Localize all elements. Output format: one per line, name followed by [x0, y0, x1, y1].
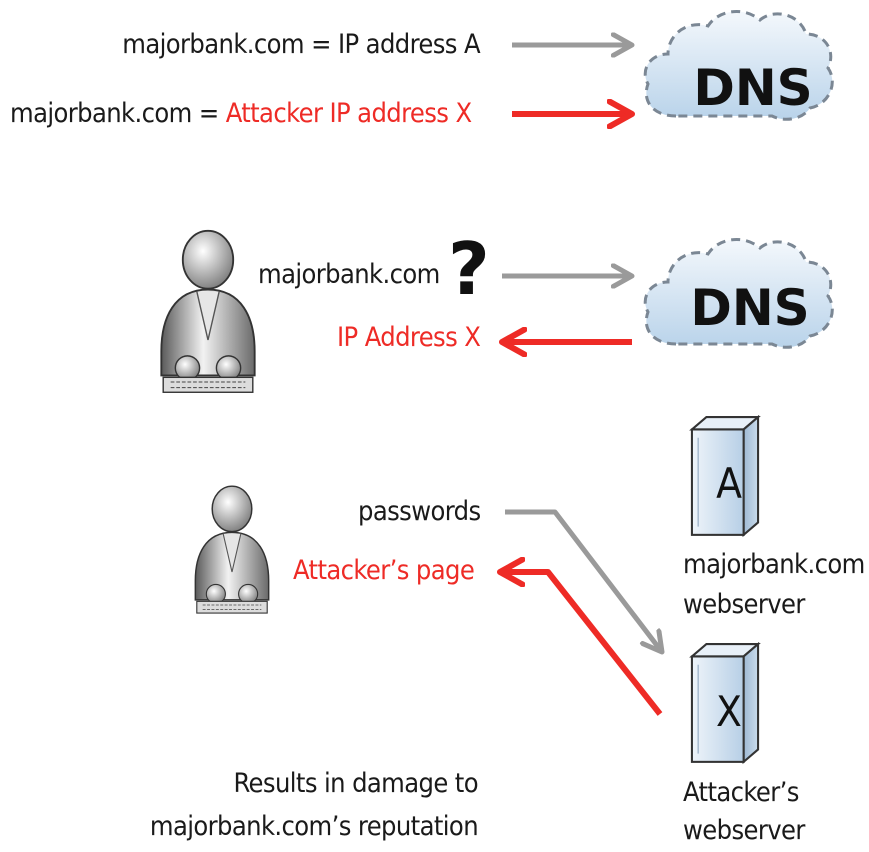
dns-cloud-top: DNS: [643, 9, 834, 121]
legit-server-label-line1: majorbank.com: [683, 549, 865, 580]
legit-server-label-line2: webserver: [683, 589, 805, 620]
user-icon-query: [160, 229, 256, 394]
legit-mapping-text: majorbank.com = IP address A: [122, 29, 480, 60]
poisoned-mapping-text: majorbank.com = Attacker IP address X: [10, 98, 472, 130]
dns-label-middle: DNS: [690, 279, 809, 337]
poisoned-mapping-value: Attacker IP address X: [225, 98, 472, 129]
attacker-page-arrow: [500, 572, 663, 716]
passwords-arrow: [505, 509, 662, 652]
attacker-server-label-line1: Attacker’s: [683, 777, 799, 808]
dns-cloud-middle: DNS: [643, 237, 835, 350]
attacker-server-label-line2: webserver: [683, 815, 805, 846]
passwords-text: passwords: [358, 496, 481, 527]
attacker-page-text: Attacker’s page: [293, 555, 475, 586]
result-line2: majorbank.com’s reputation: [149, 811, 479, 842]
server-letter-attacker: X: [716, 687, 742, 736]
dns-label-top: DNS: [693, 59, 812, 117]
response-text: IP Address X: [337, 322, 481, 353]
result-line1: Results in damage to: [233, 768, 479, 799]
server-letter-legit: A: [716, 459, 742, 508]
server-icon-attacker: X: [690, 642, 760, 763]
question-mark-icon: ?: [448, 227, 490, 311]
query-text: majorbank.com: [258, 259, 440, 290]
server-icon-legit: A: [690, 415, 760, 536]
poisoned-mapping-prefix: majorbank.com =: [10, 98, 226, 129]
user-icon-victim: [194, 485, 270, 615]
